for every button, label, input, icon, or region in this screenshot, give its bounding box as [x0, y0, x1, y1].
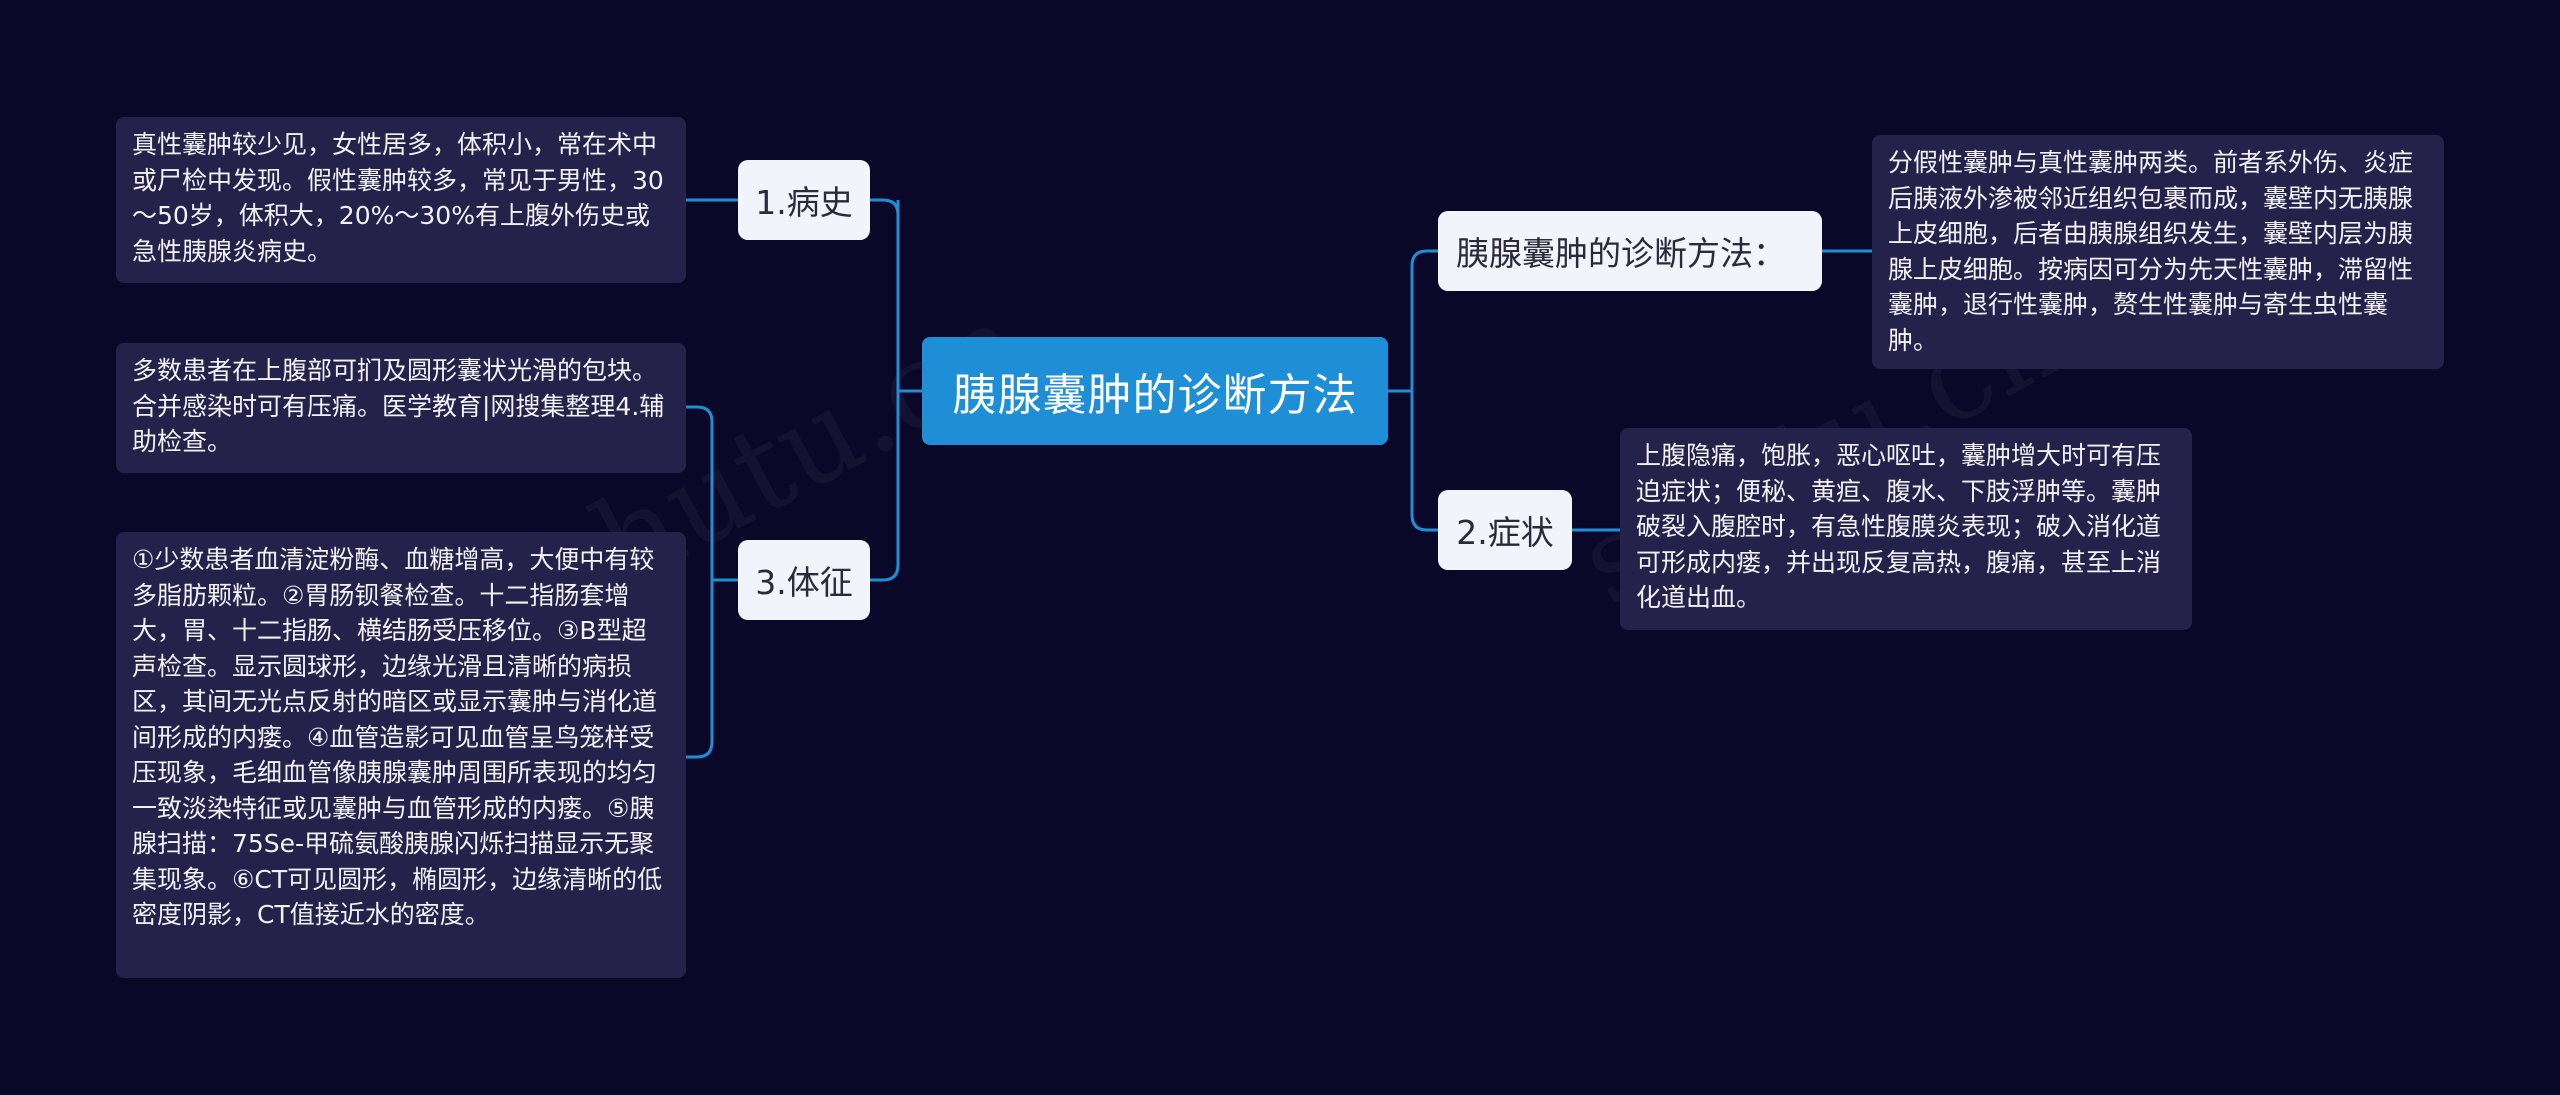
- connector-root-right: [1388, 266, 1414, 515]
- leaf-signs-palpation[interactable]: 多数患者在上腹部可扪及圆形囊状光滑的包块。合并感染时可有压痛。医学教育|网搜集整…: [116, 343, 686, 473]
- leaf-history[interactable]: 真性囊肿较少见，女性居多，体积小，常在术中或尸检中发现。假性囊肿较多，常见于男性…: [116, 117, 686, 283]
- root-topic[interactable]: 胰腺囊肿的诊断方法: [922, 337, 1388, 445]
- branch-method[interactable]: 胰腺囊肿的诊断方法：: [1438, 211, 1822, 291]
- connector-to-signs: [870, 564, 900, 582]
- branch-symptoms[interactable]: 2.症状: [1438, 490, 1572, 570]
- connector-signs-bracket: [686, 405, 738, 759]
- connector-to-method: [1410, 249, 1438, 267]
- leaf-symptoms[interactable]: 上腹隐痛，饱胀，恶心呕吐，囊肿增大时可有压迫症状；便秘、黄疸、腹水、下肢浮肿等。…: [1620, 428, 2192, 630]
- branch-history[interactable]: 1.病史: [738, 160, 870, 240]
- connector-to-symptoms: [1410, 514, 1438, 532]
- connector-root-left: [896, 200, 922, 565]
- leaf-signs-exams[interactable]: ①少数患者血清淀粉酶、血糖增高，大便中有较多脂肪颗粒。②胃肠钡餐检查。十二指肠套…: [116, 532, 686, 978]
- connector-to-history: [870, 198, 900, 216]
- branch-signs[interactable]: 3.体征: [738, 540, 870, 620]
- leaf-method[interactable]: 分假性囊肿与真性囊肿两类。前者系外伤、炎症后胰液外渗被邻近组织包裹而成，囊壁内无…: [1872, 135, 2444, 369]
